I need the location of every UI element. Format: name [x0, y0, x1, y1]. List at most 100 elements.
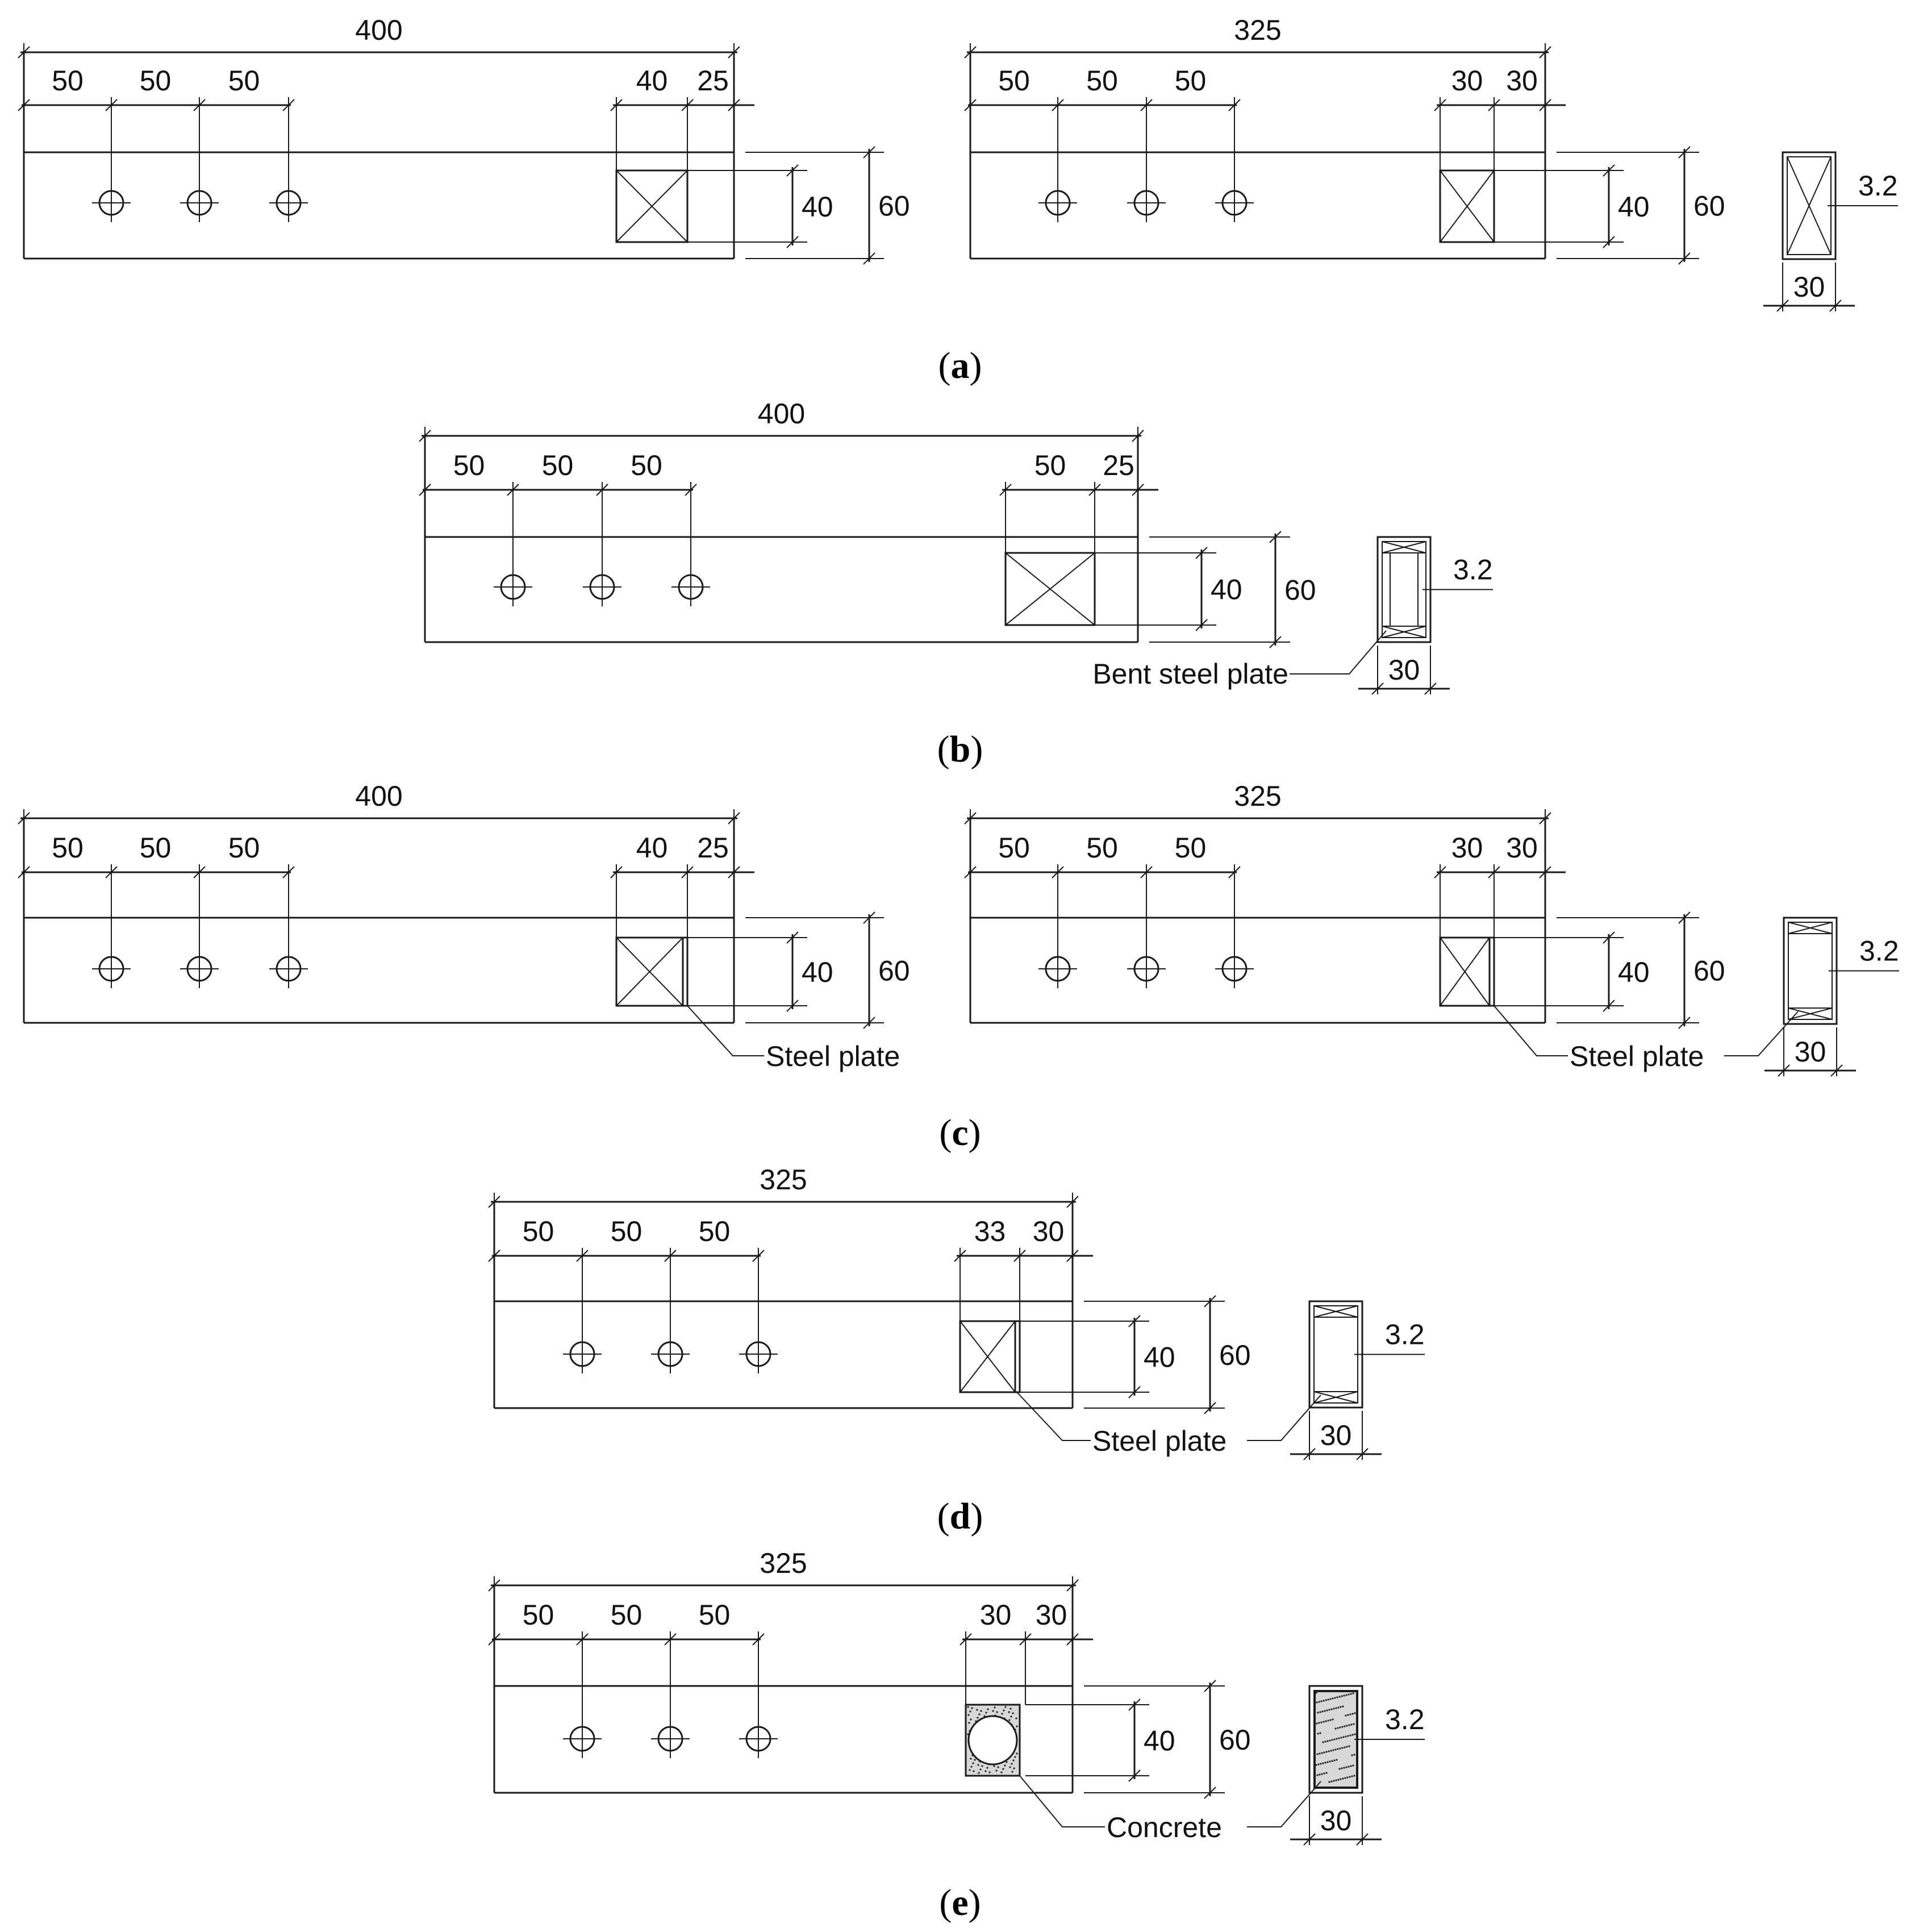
thickness-label: 3.2	[1453, 554, 1493, 586]
overall-length-label: 400	[355, 780, 402, 812]
circular-hole	[967, 1715, 1018, 1766]
hole-spacing-label-3: 50	[699, 1599, 731, 1631]
section-inner	[1788, 922, 1833, 1020]
concrete-note: Concrete	[1107, 1812, 1222, 1843]
bolt-hole	[92, 950, 131, 988]
thickness-dimension: 3.2	[1422, 554, 1493, 590]
width-label: 30	[1320, 1419, 1352, 1451]
box-position-dimension: 30 30	[1434, 65, 1566, 170]
end-distance-label: 25	[1103, 449, 1134, 481]
overall-length-label: 325	[1234, 14, 1281, 46]
hole-spacing-label-3: 50	[1175, 832, 1207, 864]
caption-close: )	[970, 728, 983, 770]
caption-open: (	[937, 1496, 950, 1537]
concrete-fill	[1315, 1691, 1357, 1788]
hole-spacing-label-3: 50	[228, 65, 260, 97]
bolt-hole	[1038, 950, 1077, 988]
thickness-dimension: 3.2	[1354, 1319, 1425, 1355]
caption-close: )	[970, 345, 982, 386]
thickness-label: 3.2	[1859, 935, 1899, 967]
caption-open: (	[937, 728, 950, 770]
hole-spacing-label-1: 50	[52, 65, 84, 97]
section-leader-note	[1724, 1011, 1799, 1056]
box-width-label: 30	[1451, 65, 1483, 97]
panel-c-section: 3.230	[1724, 917, 1899, 1077]
tube-box	[965, 1704, 1021, 1777]
steel-plate-note: Steel plate	[1570, 1040, 1704, 1072]
section-leader-note	[1247, 1781, 1321, 1827]
caption-close: )	[969, 1882, 981, 1923]
bolt-hole	[651, 1335, 690, 1373]
section-leader-note	[1247, 1394, 1321, 1441]
hole-spacing-label-2: 50	[1086, 65, 1118, 97]
end-plate	[1382, 541, 1426, 553]
bolt-hole	[1215, 950, 1254, 988]
caption-letter: c	[952, 1112, 968, 1154]
hole-spacing-label-2: 50	[611, 1215, 643, 1247]
steel-plate	[1014, 1320, 1021, 1393]
inner-height-label: 40	[802, 191, 833, 223]
overall-length-dimension: 400	[18, 780, 740, 825]
section-inner	[1313, 1305, 1358, 1404]
hole-spacing-label-1: 50	[998, 832, 1030, 864]
overall-length-label: 325	[760, 1547, 807, 1579]
hole-spacing-label-2: 50	[542, 449, 574, 481]
end-plate	[1788, 922, 1833, 934]
hole-spacing-label-2: 50	[140, 832, 172, 864]
hole-spacing-label-3: 50	[699, 1215, 731, 1247]
width-label: 30	[1388, 654, 1420, 686]
panel-e-section: 3.230	[1247, 1685, 1425, 1846]
caption-a: (a)	[938, 345, 982, 386]
panel-d-section: 3.2 30	[1247, 1300, 1425, 1460]
section-inner	[1382, 541, 1426, 638]
outer-height-label: 60	[1219, 1724, 1251, 1756]
inner-height-label: 40	[1144, 1725, 1175, 1757]
leader-note: Steel plate	[687, 1005, 900, 1072]
bolt-hole	[180, 184, 219, 222]
end-distance-label: 30	[1036, 1599, 1067, 1631]
end-plate	[1313, 1305, 1358, 1318]
outer-height-label: 60	[1693, 955, 1725, 987]
caption-close: )	[969, 1112, 981, 1154]
outer-height-label: 60	[878, 955, 910, 987]
caption-c: (c)	[939, 1112, 981, 1154]
hole-spacing-label-1: 50	[453, 449, 485, 481]
outer-height-label: 60	[878, 190, 910, 222]
bolt-hole	[269, 184, 308, 222]
bolt-hole	[671, 568, 710, 606]
bolt-hole	[739, 1335, 778, 1373]
box-width-label: 30	[1451, 832, 1483, 864]
overall-length-dimension: 400	[419, 398, 1144, 442]
overall-length-label: 400	[355, 14, 402, 46]
caption-d: (d)	[937, 1496, 983, 1537]
section-leader-note: Bent steel plate	[1092, 630, 1387, 690]
thickness-dimension: 3.2	[1828, 170, 1898, 206]
box-width-label: 50	[1034, 449, 1066, 481]
thickness-label: 3.2	[1385, 1319, 1425, 1351]
bolt-hole	[269, 950, 308, 988]
end-distance-label: 30	[1506, 65, 1538, 97]
overall-length-dimension: 325	[488, 1164, 1079, 1208]
width-dimension: 30	[1290, 1411, 1382, 1460]
thickness-dimension: 3.2	[1829, 935, 1899, 972]
thickness-dimension: 3.2	[1354, 1704, 1425, 1740]
end-plate	[1382, 626, 1426, 638]
leader-note: Steel plate	[1494, 1005, 1704, 1072]
